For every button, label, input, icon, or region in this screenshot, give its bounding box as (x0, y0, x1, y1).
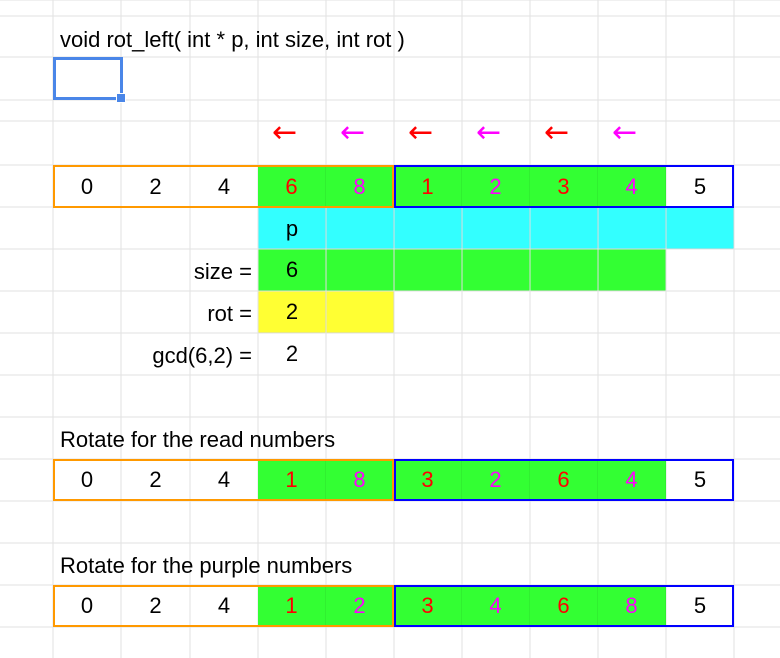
array-cell: 4 (217, 593, 231, 618)
gcd-label: gcd(6,2) = (152, 343, 252, 368)
size-label: size = (193, 259, 252, 284)
array-cell: 8 (326, 165, 394, 208)
array-cell: 6 (258, 165, 326, 208)
array-cell: 5 (693, 593, 707, 618)
array-cell: 2 (149, 467, 162, 492)
array-cell: 0 (80, 173, 94, 199)
fill-handle[interactable] (116, 93, 126, 103)
array-cell: 3 (394, 459, 462, 501)
array-cell: 1 (394, 165, 462, 208)
array-cell: 0 (80, 467, 94, 492)
array-cell: 2 (462, 459, 530, 501)
array-cell: 2 (149, 593, 162, 618)
pointer-p-cell: p (285, 216, 299, 241)
array-cell: 4 (462, 585, 530, 627)
array-cell: 2 (462, 165, 530, 208)
section-purple-title: Rotate for the purple numbers (60, 553, 353, 578)
rot-value: 2 (285, 299, 299, 324)
gcd-value: 2 (285, 341, 299, 366)
array-cell: 3 (530, 165, 598, 208)
array-cell: 5 (693, 173, 707, 199)
array-cell: 0 (80, 593, 94, 618)
array-cell: 6 (530, 459, 598, 501)
array-cell: 6 (530, 585, 598, 627)
left-arrow-icon: ← (476, 115, 502, 150)
array-cell: 2 (149, 173, 162, 199)
array-cell: 8 (598, 585, 666, 627)
function-signature: void rot_left( int * p, int size, int ro… (60, 27, 405, 52)
selected-cell[interactable] (53, 57, 123, 100)
array-cell: 4 (598, 459, 666, 501)
array-cell: 8 (326, 459, 394, 501)
section-read-title: Rotate for the read numbers (60, 427, 336, 452)
array-cell: 5 (693, 467, 707, 492)
array-cell: 4 (217, 467, 231, 492)
left-arrow-icon: ← (272, 115, 298, 150)
array-cell: 3 (394, 585, 462, 627)
array-cell: 1 (258, 585, 326, 627)
left-arrow-icon: ← (340, 115, 366, 150)
array-cell: 2 (326, 585, 394, 627)
left-arrow-icon: ← (544, 115, 570, 150)
size-value: 6 (285, 257, 299, 282)
left-arrow-icon: ← (612, 115, 638, 150)
array-cell: 4 (217, 173, 231, 199)
array-cell: 4 (598, 165, 666, 208)
left-arrow-icon: ← (408, 115, 434, 150)
array-cell: 1 (258, 459, 326, 501)
rot-label: rot = (207, 301, 252, 326)
